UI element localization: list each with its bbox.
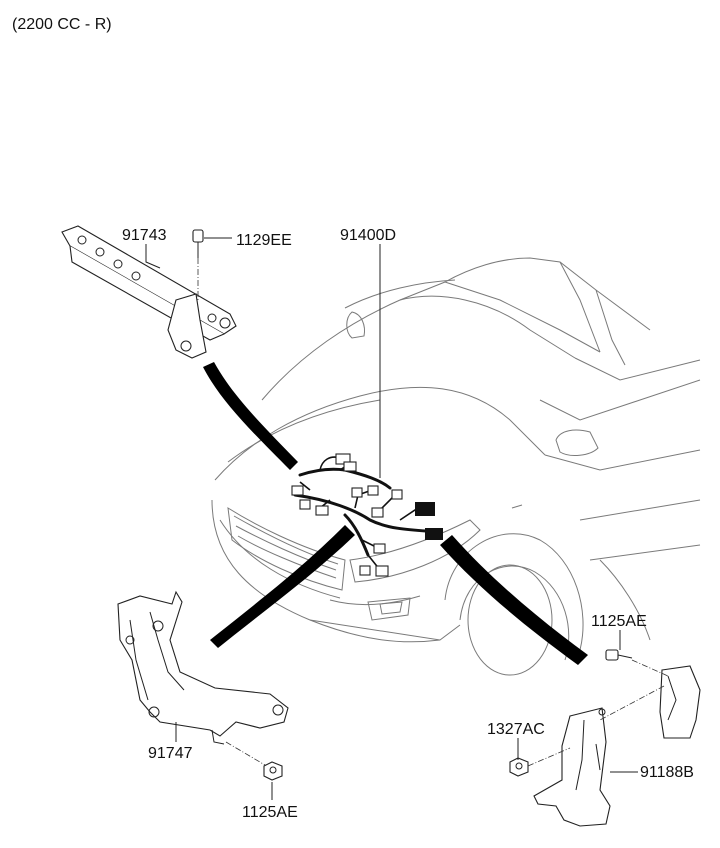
label-1125AE-bottom: 1125AE — [242, 804, 298, 821]
part-1125AE-bolt-right — [599, 649, 669, 721]
label-91188B: 91188B — [640, 764, 694, 781]
part-91743-bracket — [61, 225, 237, 359]
label-1129EE: 1129EE — [236, 232, 292, 249]
label-91400D: 91400D — [340, 227, 396, 244]
part-91747-bracket — [117, 590, 289, 769]
part-1327AC-nut — [509, 747, 571, 777]
part-1129EE-bolt — [192, 229, 204, 300]
variant-label: (2200 CC - R) — [12, 16, 112, 33]
label-1327AC: 1327AC — [487, 721, 545, 738]
label-91743: 91743 — [122, 227, 167, 244]
callout-swooshes — [203, 362, 588, 665]
label-91747: 91747 — [148, 745, 193, 762]
label-1125AE-right: 1125AE — [591, 613, 647, 630]
part-91188B-bracket — [533, 665, 701, 827]
leader-lines — [145, 237, 638, 800]
part-1125AE-nut-bottom — [263, 761, 283, 781]
wiring-harness — [291, 453, 443, 577]
vehicle-outline — [211, 257, 701, 676]
